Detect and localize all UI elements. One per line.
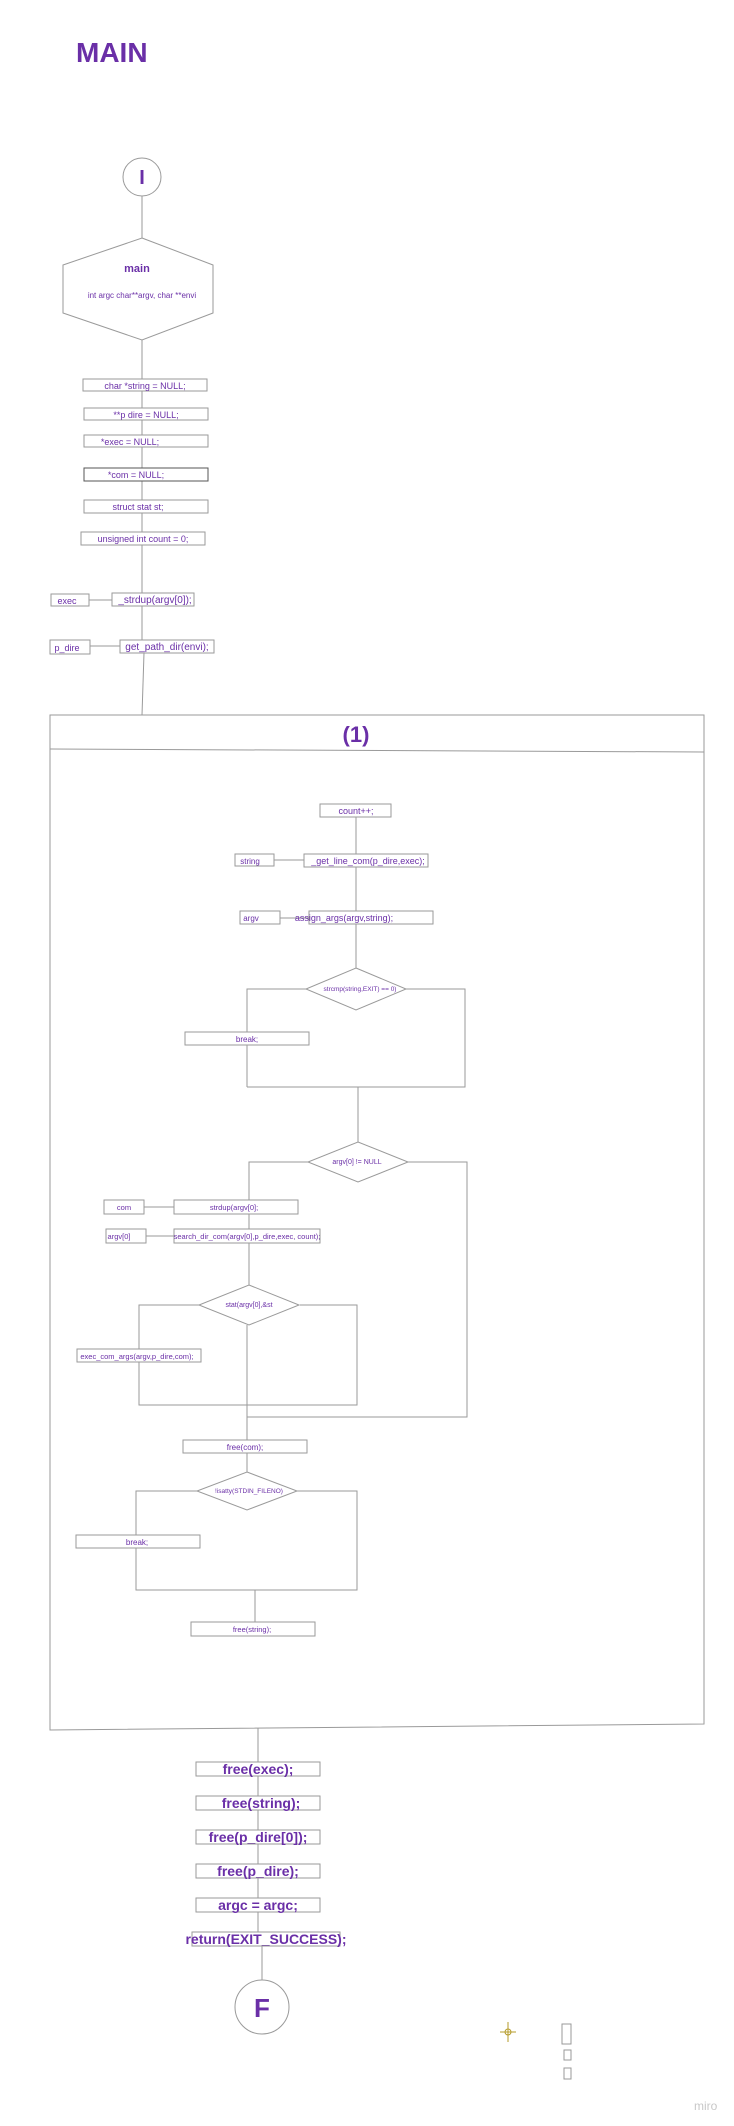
free-com-text: free(com); bbox=[227, 1443, 263, 1452]
argv0-label: argv[0] bbox=[108, 1232, 131, 1241]
get-path-dir-text: get_path_dir(envi); bbox=[125, 642, 208, 653]
com-label-box bbox=[103, 1199, 145, 1215]
declaration-text: *exec = NULL; bbox=[101, 437, 159, 447]
end-node-label: F bbox=[254, 1993, 270, 2023]
argv-label-box bbox=[239, 910, 281, 925]
declaration-text: *com = NULL; bbox=[108, 470, 164, 480]
loop-frame bbox=[49, 714, 705, 1731]
search-dir-com-text: search_dir_com(argv[0],p_dire,exec, coun… bbox=[174, 1232, 321, 1241]
move-cursor-icon bbox=[500, 2022, 516, 2042]
start-node bbox=[122, 157, 162, 197]
count-increment-box bbox=[319, 803, 392, 818]
declaration-box bbox=[83, 499, 209, 514]
declaration-box bbox=[80, 531, 206, 546]
declaration-text: struct stat st; bbox=[112, 502, 163, 512]
argv-not-null-decision-text: argv[0] != NULL bbox=[332, 1159, 381, 1166]
main-function-params: int argc char**argv, char **envi bbox=[88, 291, 197, 300]
miro-watermark: miro bbox=[694, 2099, 718, 2113]
argv0-label-box bbox=[105, 1228, 147, 1244]
assign-args-box bbox=[308, 910, 434, 925]
break-text: break; bbox=[236, 1035, 258, 1044]
strcmp-decision-text: strcmp(string,EXIT) == 0) bbox=[324, 986, 397, 993]
argv-label: argv bbox=[243, 914, 259, 923]
get-line-com-text: _get_line_com(p_dire,exec); bbox=[310, 856, 425, 866]
assign-args-text: assign_args(argv,string); bbox=[295, 913, 393, 923]
exec-com-args-box bbox=[76, 1348, 202, 1363]
argv-not-null-decision bbox=[306, 1141, 410, 1183]
cleanup-box bbox=[195, 1761, 321, 1777]
cleanup-box bbox=[195, 1829, 321, 1845]
cleanup-text: free(string); bbox=[222, 1795, 301, 1811]
pdire-label: p_dire bbox=[54, 643, 79, 653]
page-title: MAIN bbox=[76, 37, 148, 68]
stat-decision bbox=[197, 1284, 301, 1326]
cleanup-text: return(EXIT_SUCCESS); bbox=[185, 1931, 346, 1947]
exec-label-box bbox=[50, 593, 90, 607]
main-function-block bbox=[62, 237, 214, 341]
break-box bbox=[75, 1534, 201, 1549]
pdire-label-box bbox=[49, 639, 91, 655]
search-dir-com-box bbox=[173, 1228, 321, 1244]
exec-com-args-text: exec_com_args(argv,p_dire,com); bbox=[80, 1352, 193, 1361]
exec-strdup-text: _strdup(argv[0]); bbox=[117, 595, 191, 606]
free-com-box bbox=[182, 1439, 308, 1454]
get-path-dir-box bbox=[119, 639, 215, 654]
strcmp-decision bbox=[304, 967, 408, 1011]
cleanup-text: free(p_dire[0]); bbox=[209, 1829, 308, 1845]
isatty-decision bbox=[195, 1471, 299, 1511]
declaration-text: char *string = NULL; bbox=[104, 381, 185, 391]
exec-strdup-box bbox=[111, 592, 195, 607]
free-string-inner-box bbox=[190, 1621, 316, 1637]
isatty-decision-text: !isatty(STDIN_FILENO) bbox=[215, 1488, 283, 1495]
loop-label: (1) bbox=[343, 722, 370, 747]
count-increment-text: count++; bbox=[338, 806, 373, 816]
declaration-box bbox=[82, 378, 208, 392]
declaration-text: unsigned int count = 0; bbox=[98, 534, 189, 544]
cleanup-box bbox=[195, 1795, 321, 1811]
start-node-label: I bbox=[139, 167, 145, 189]
declaration-box bbox=[83, 434, 209, 448]
strdup-argv-box bbox=[173, 1199, 299, 1215]
string-label-box bbox=[234, 853, 275, 867]
stat-decision-text: stat(argv[0],&st bbox=[225, 1302, 272, 1309]
end-node bbox=[234, 1979, 290, 2035]
strdup-argv-text: strdup(argv[0]; bbox=[210, 1203, 258, 1212]
cleanup-text: free(exec); bbox=[223, 1761, 294, 1777]
scroll-indicator-icon bbox=[561, 2023, 572, 2080]
cleanup-text: free(p_dire); bbox=[217, 1863, 299, 1879]
free-string-inner-text: free(string); bbox=[233, 1625, 271, 1634]
cleanup-box bbox=[195, 1863, 321, 1879]
exec-label: exec bbox=[57, 596, 77, 606]
string-label: string bbox=[240, 857, 260, 866]
declaration-text: **p dire = NULL; bbox=[113, 410, 178, 420]
declaration-box bbox=[83, 467, 209, 482]
get-line-com-box bbox=[303, 853, 429, 868]
cleanup-text: argc = argc; bbox=[218, 1897, 298, 1913]
break-text: break; bbox=[126, 1538, 148, 1547]
com-label: com bbox=[117, 1203, 131, 1212]
cleanup-box bbox=[195, 1897, 321, 1913]
main-function-name: main bbox=[124, 263, 150, 275]
break-box bbox=[184, 1031, 310, 1046]
cleanup-box bbox=[191, 1931, 341, 1947]
declaration-box bbox=[83, 407, 209, 421]
